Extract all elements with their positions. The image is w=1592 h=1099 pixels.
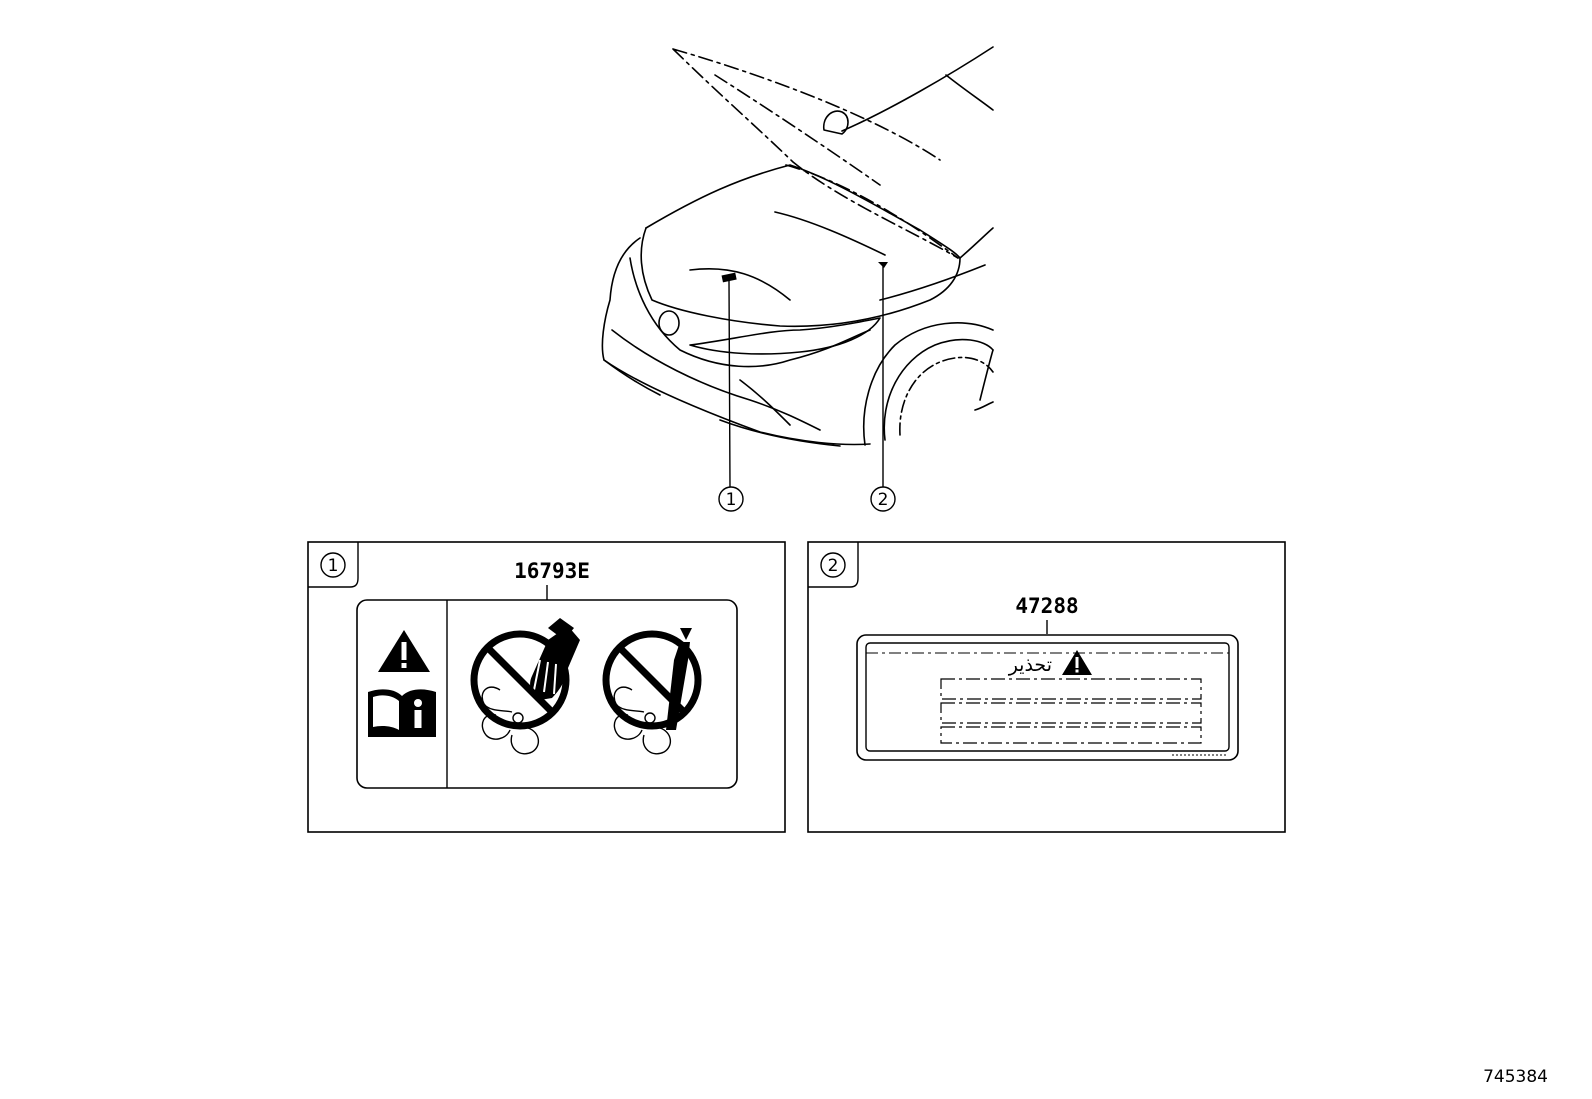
no-tool-near-fan-icon xyxy=(602,628,702,755)
wheel-arch xyxy=(862,322,994,446)
tire-outline xyxy=(883,338,994,441)
panel-1-tab xyxy=(308,542,359,588)
leader-line-1 xyxy=(728,280,731,489)
panel-2-number: 2 xyxy=(828,556,839,576)
part-number-2: 47288 xyxy=(1015,594,1078,618)
side-body-line xyxy=(974,349,994,411)
callout-1: 1 xyxy=(718,486,744,512)
tire-inner xyxy=(899,356,994,436)
part-number-1: 16793E xyxy=(514,559,590,583)
label-1-location-marker xyxy=(721,272,737,283)
windshield-line xyxy=(841,46,994,132)
label-2-text-lines xyxy=(940,678,1202,744)
headlight-outline xyxy=(689,317,881,355)
label-2-inner-border xyxy=(865,642,1230,752)
open-hood-outline xyxy=(672,48,959,259)
label-panel-1: 1 16793E xyxy=(307,541,786,833)
hood-crease-line xyxy=(774,211,886,256)
label-1-card xyxy=(356,599,738,789)
hood-inner-line xyxy=(714,74,881,186)
front-emblem xyxy=(658,310,680,336)
warning-triangle-icon xyxy=(378,630,430,672)
panel-1-number: 1 xyxy=(328,556,339,576)
mirror-outline xyxy=(822,110,849,135)
fender-line xyxy=(879,227,994,301)
svg-text:2: 2 xyxy=(878,490,889,510)
car-front-illustration xyxy=(601,46,994,489)
fog-light-line xyxy=(739,379,791,426)
owners-manual-icon xyxy=(368,689,436,737)
bumper-lip xyxy=(603,359,841,447)
callout-2: 2 xyxy=(870,486,896,512)
label-2-warning-icon xyxy=(1062,650,1092,675)
hood-leading-edge xyxy=(640,227,961,328)
label-panel-2: 2 47288 تحذير xyxy=(807,541,1286,833)
label-2-location-marker xyxy=(878,262,888,268)
lower-grille-line xyxy=(611,329,821,431)
no-hand-near-fan-icon xyxy=(470,618,580,755)
diagram-id: 745384 xyxy=(1483,1067,1548,1087)
label-2-warning-word: تحذير xyxy=(1008,654,1052,676)
hood-bulge-line xyxy=(689,267,791,301)
panel-2-tab xyxy=(808,542,859,588)
label-2-card xyxy=(856,634,1239,761)
svg-text:1: 1 xyxy=(726,490,737,510)
hood-front-surface xyxy=(645,164,961,259)
